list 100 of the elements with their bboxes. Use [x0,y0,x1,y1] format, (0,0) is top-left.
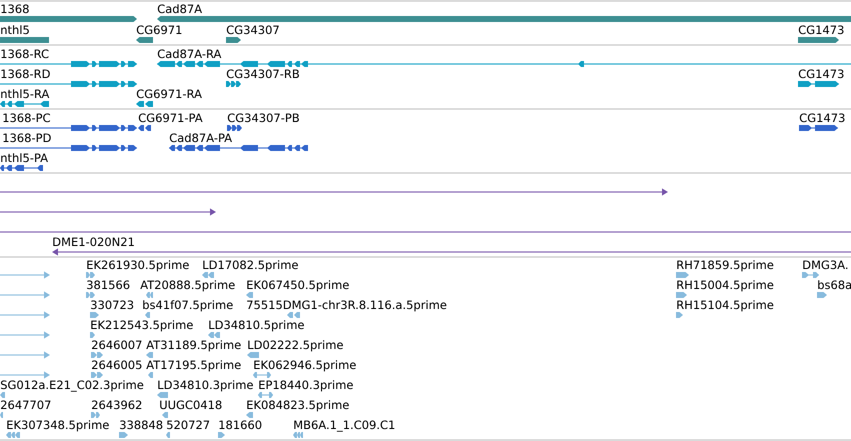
node-label: 1368 [1,4,29,14]
est-feature: LD34810.5prime [208,320,304,338]
protein-feature: CG34307-PB [227,113,299,131]
protein-feature: CG1473 [799,113,844,131]
node-label: 75515DMG1-chr3R.8.116.a.5prime [247,300,446,312]
node-label: 1368-PD [3,133,51,142]
node-label: 2647707 [1,400,50,410]
gene-feature: Cad87A [157,4,851,22]
protein-feature: nthl5-PA [0,153,48,171]
node-label: EK307348.5prime [7,420,109,432]
node-label: 330723 [91,300,134,310]
node-label: 520727 [167,420,210,430]
node-label: LD34810.5prime [209,320,304,332]
node-label: 181660 [219,420,262,430]
node-label: CG6971-PA [138,113,203,122]
transcript-feature: CG1473 [798,69,844,87]
gene-feature: CG6971 [136,25,182,43]
node-label: EK261930.5prime [87,260,189,272]
node-label: EP18440.3prime [259,380,353,392]
node-label: bs68a [818,280,851,290]
gene-feature: CG34307 [226,25,279,43]
est-feature: AT31189.5prime [146,340,241,358]
est-feature: EK084823.5prime [246,400,349,418]
est-feature: 330723 [90,300,134,318]
node-label: 2646007 [92,340,142,350]
node-label: CG1473 [798,25,844,34]
est-feature: EK062946.5prime [253,360,356,378]
est-feature: 2647707 [0,400,50,418]
est-feature: UUGC0418 [160,400,222,418]
transcript-feature: 1368-RC [0,49,137,67]
est-feature: RH15104.5prime [676,300,774,318]
est-feature: EK067450.5prime [246,280,349,298]
transcript-feature: CG34307-RB [226,69,299,87]
node-label: Cad87A [158,4,202,14]
node-label: LD02222.5prime [248,340,343,352]
node-label: DMG3A. [803,260,848,270]
node-label: UUGC0418 [160,400,222,410]
node-label: AT31189.5prime [146,340,241,352]
est-feature: AT17195.5prime [146,360,241,378]
est-feature: bs68a [817,280,851,298]
gene-feature: 1368 [0,4,137,22]
node-label: EK212543.5prime [91,320,193,332]
est-feature: 338848 [119,420,162,438]
node-label: EK084823.5prime [247,400,349,412]
node-label: CG6971 [136,25,182,34]
protein-feature: 1368-PC [0,113,137,131]
node-label: MB6A.1_1.C09.C1 [294,420,394,432]
node-label: CG6971-RA [136,89,202,98]
node-label: RH71859.5prime [677,260,774,272]
est-feature: 381566 [86,280,130,298]
node-label: bs41f07.5prime [143,300,233,312]
node-label: RH15104.5prime [677,300,774,312]
node-label: Cad87A-RA [158,49,222,58]
node-label: RH15004.5prime [677,280,774,292]
protein-feature: Cad87A-PA [169,133,308,151]
node-label: 1368-RD [1,69,50,78]
node-label: Cad87A-PA [170,133,232,142]
transcript-feature: 1368-RD [0,69,137,87]
node-label: AT17195.5prime [146,360,241,372]
node-label: LD34810.3prime [158,380,253,392]
node-label: 1368-PC [3,113,50,122]
node-label: EK062946.5prime [254,360,356,372]
node-label: 381566 [87,280,130,290]
est-feature: 2643962 [91,400,142,418]
est-feature: LD34810.3prime [157,380,253,398]
node-label: AT20888.5prime [140,280,235,292]
est-feature: EP18440.3prime [258,380,353,398]
est-feature: DMG3A. [802,260,848,278]
est-feature: LD02222.5prime [247,340,343,358]
est-feature: SG012a.E21_C02.3prime [0,380,144,398]
est-feature: MB6A.1_1.C09.C1 [293,420,394,438]
node-label: CG1473 [800,113,844,122]
node-label: CG34307-PB [228,113,299,122]
est-feature: EK307348.5prime [6,420,109,438]
node-label: EK067450.5prime [247,280,349,292]
node-label: nthl5 [1,25,29,34]
est-feature: AT20888.5prime [140,280,235,298]
protein-feature: 1368-PD [0,133,137,151]
node-label: 1368-RC [1,49,48,58]
est-feature: 2646007 [91,340,142,358]
node-label: SG012a.E21_C02.3prime [0,380,144,392]
gene-feature: nthl5 [0,25,49,43]
est-feature: 2646005 [91,360,142,378]
est-feature: EK212543.5prime [90,320,193,338]
est-feature: 75515DMG1-chr3R.8.116.a.5prime [247,300,446,318]
node-label: nthl5-RA [1,89,50,98]
est-feature: RH71859.5prime [676,260,774,278]
est-feature: RH15004.5prime [676,280,774,298]
protein-feature: CG6971-PA [138,113,203,131]
node-label: 338848 [120,420,162,430]
node-label: CG34307-RB [226,69,299,78]
est-feature: bs41f07.5prime [143,300,233,318]
transcript-feature: nthl5-RA [0,89,50,107]
transcript-feature: CG6971-RA [136,89,202,107]
node-label: 2646005 [92,360,142,370]
node-label: LD17082.5prime [203,260,298,272]
est-feature: EK261930.5prime [86,260,189,278]
est-feature: LD17082.5prime [202,260,298,278]
node-label: CG34307 [226,25,279,34]
node-label: nthl5-PA [1,153,48,162]
